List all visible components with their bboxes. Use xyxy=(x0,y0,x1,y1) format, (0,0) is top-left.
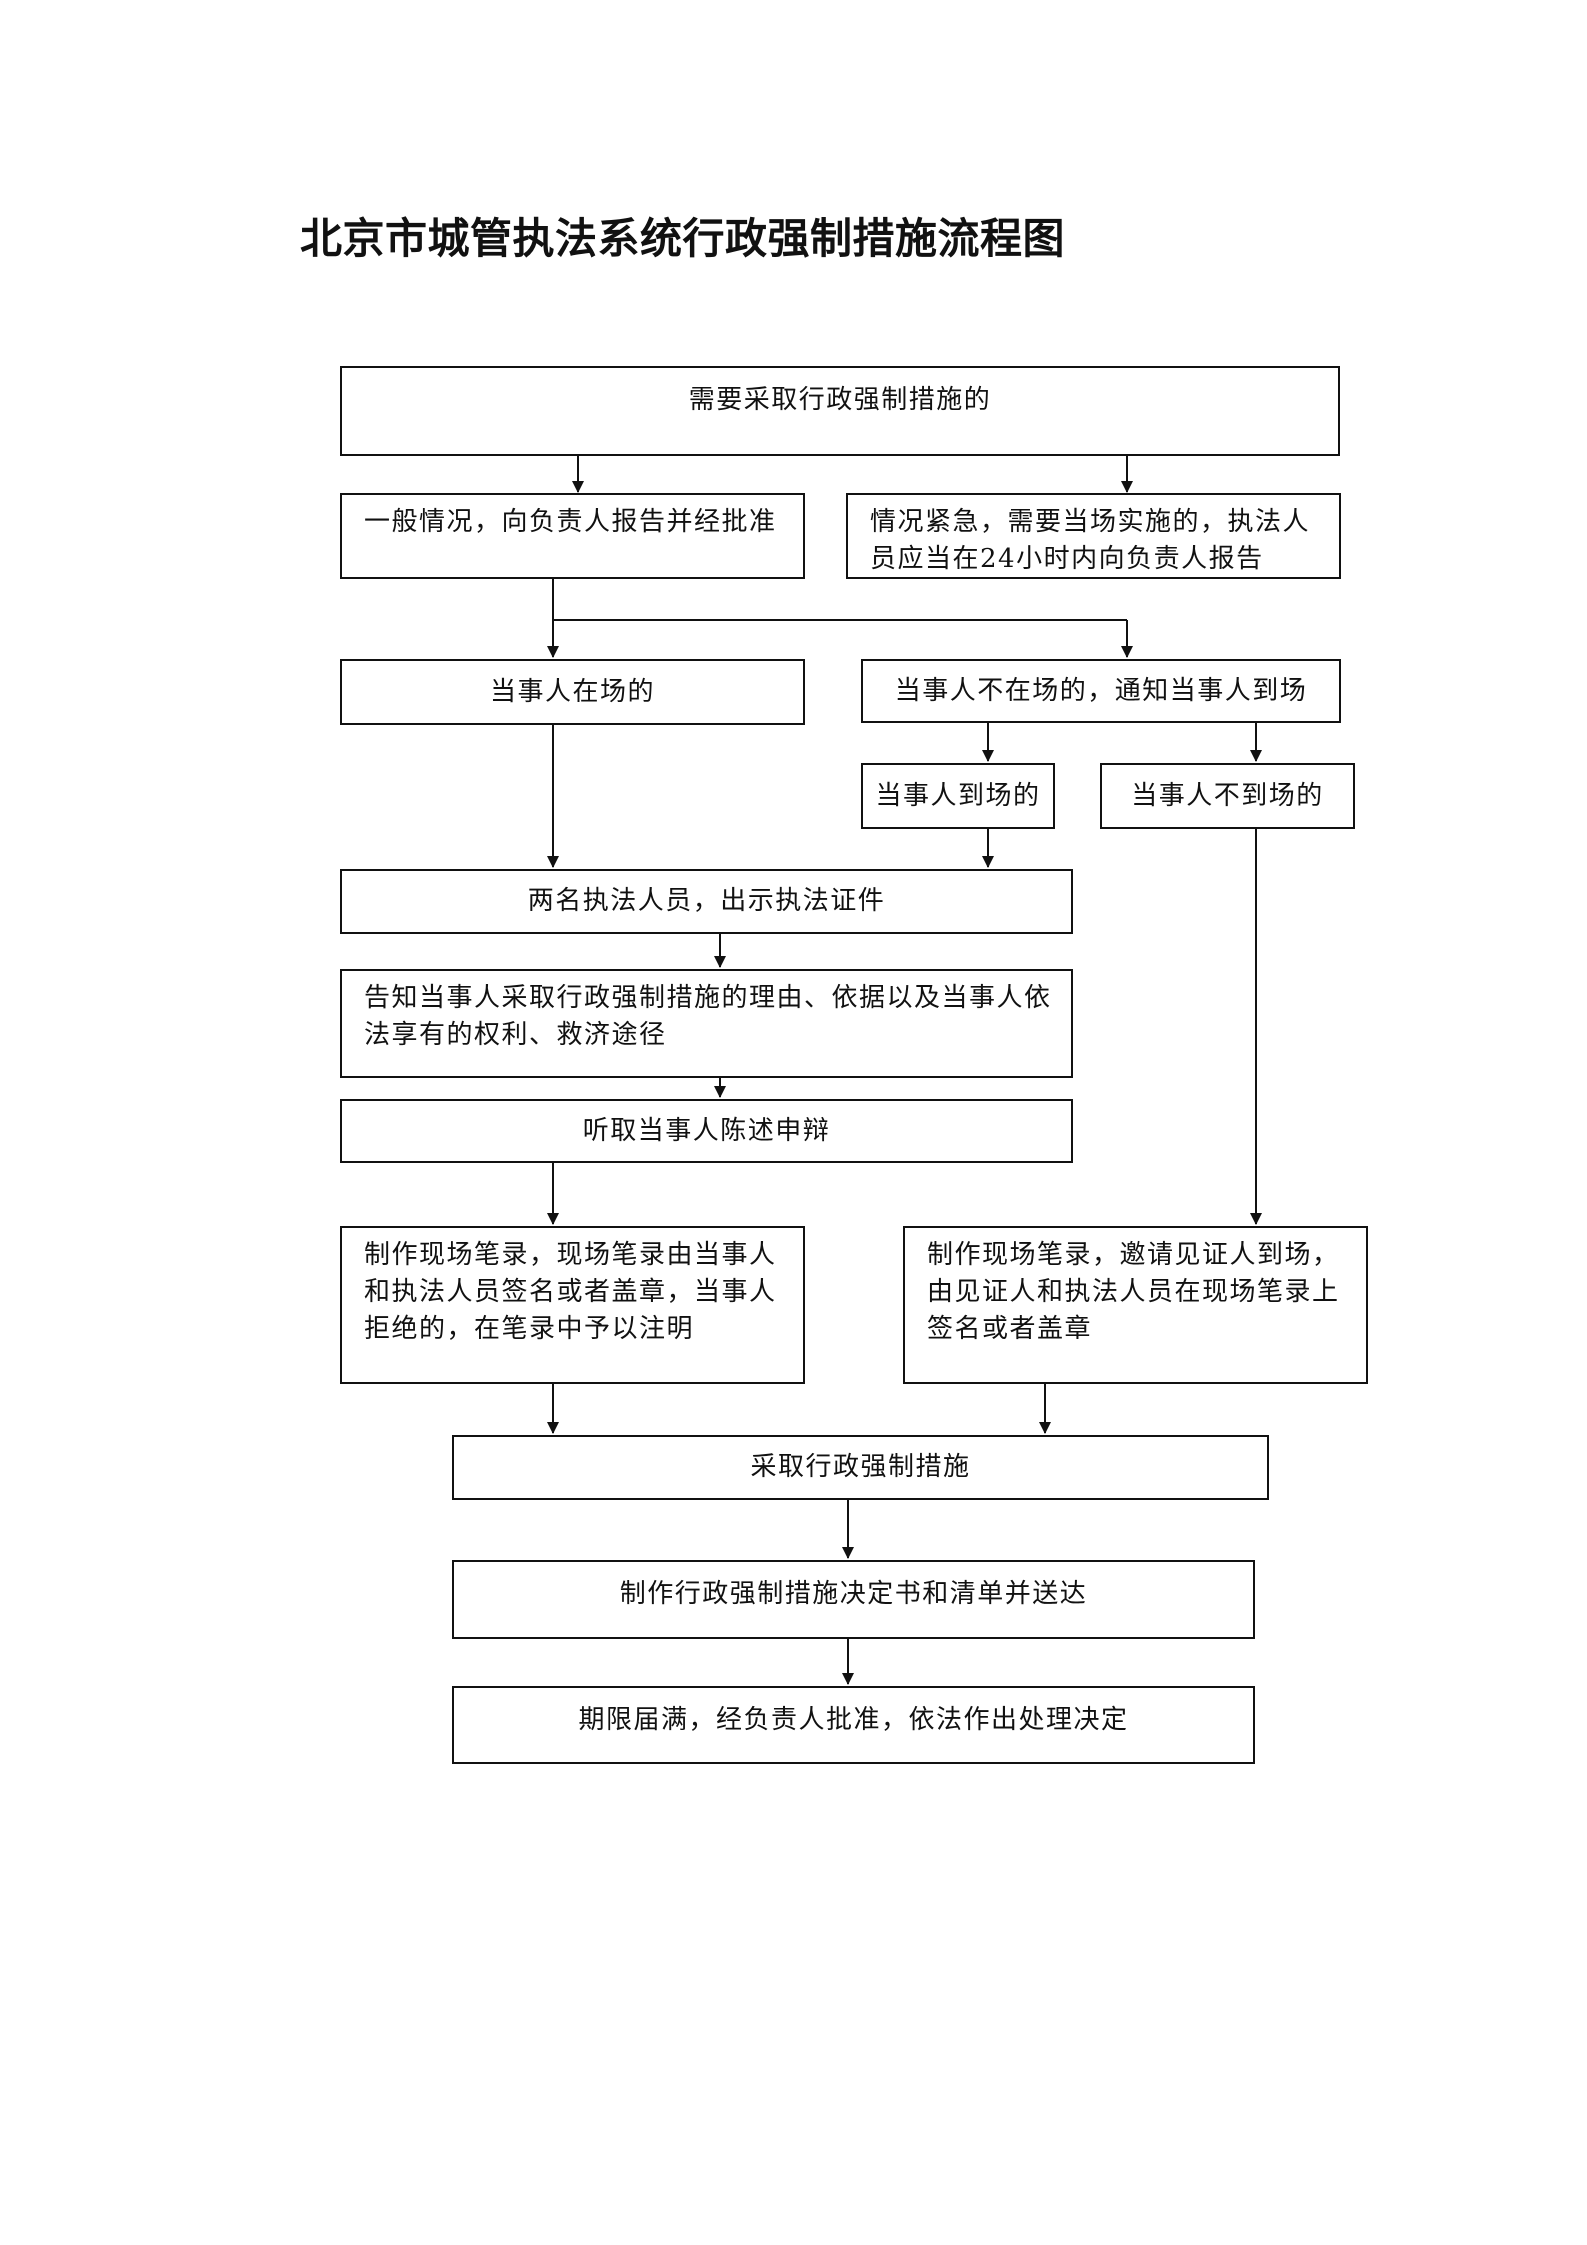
page-title: 北京市城管执法系统行政强制措施流程图 xyxy=(300,214,1066,263)
node-inform-party: 告知当事人采取行政强制措施的理由、依据以及当事人依法享有的权利、救济途径 xyxy=(340,969,1073,1078)
node-take-measures: 采取行政强制措施 xyxy=(452,1435,1269,1500)
node-start: 需要采取行政强制措施的 xyxy=(340,366,1340,456)
node-decision-document: 制作行政强制措施决定书和清单并送达 xyxy=(452,1560,1255,1639)
node-party-absent: 当事人不在场的，通知当事人到场 xyxy=(861,659,1341,723)
node-party-not-arrives: 当事人不到场的 xyxy=(1100,763,1355,829)
node-party-arrives: 当事人到场的 xyxy=(861,763,1055,829)
node-urgent-case: 情况紧急，需要当场实施的，执法人员应当在24小时内向负责人报告 xyxy=(846,493,1341,579)
node-record-present: 制作现场笔录，现场笔录由当事人和执法人员签名或者盖章，当事人拒绝的，在笔录中予以… xyxy=(340,1226,805,1384)
node-party-present: 当事人在场的 xyxy=(340,659,805,725)
node-normal-case: 一般情况，向负责人报告并经批准 xyxy=(340,493,805,579)
node-record-absent: 制作现场笔录，邀请见证人到场，由见证人和执法人员在现场笔录上签名或者盖章 xyxy=(903,1226,1368,1384)
node-two-officers: 两名执法人员，出示执法证件 xyxy=(340,869,1073,934)
node-expiry-decision: 期限届满，经负责人批准，依法作出处理决定 xyxy=(452,1686,1255,1764)
node-hear-statement: 听取当事人陈述申辩 xyxy=(340,1099,1073,1163)
